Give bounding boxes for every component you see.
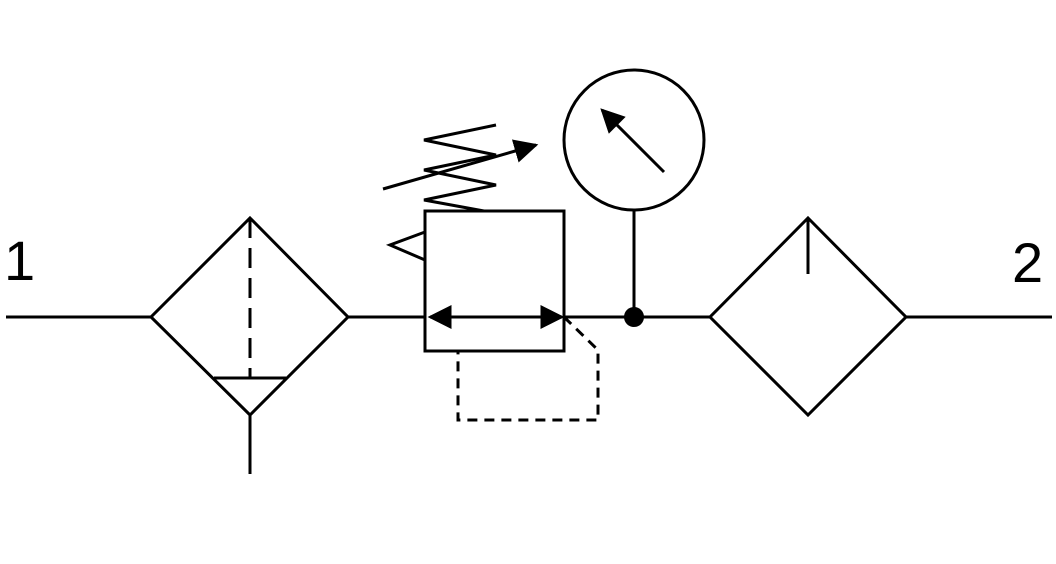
adjustment-arrow-icon bbox=[382, 139, 539, 191]
gauge-needle-icon bbox=[600, 108, 666, 174]
pilot-triangle-icon bbox=[385, 230, 426, 262]
inlet-port-label: 1 bbox=[4, 229, 35, 292]
pressure-gauge-symbol bbox=[562, 68, 706, 327]
outlet-port-label: 2 bbox=[1012, 231, 1043, 294]
lubricator-symbol bbox=[707, 215, 909, 418]
pilot-line bbox=[456, 315, 600, 422]
pressure-regulator-symbol bbox=[382, 123, 600, 422]
junction-dot bbox=[624, 307, 644, 327]
spring-icon bbox=[423, 123, 497, 213]
filter-separator-symbol bbox=[148, 215, 351, 474]
